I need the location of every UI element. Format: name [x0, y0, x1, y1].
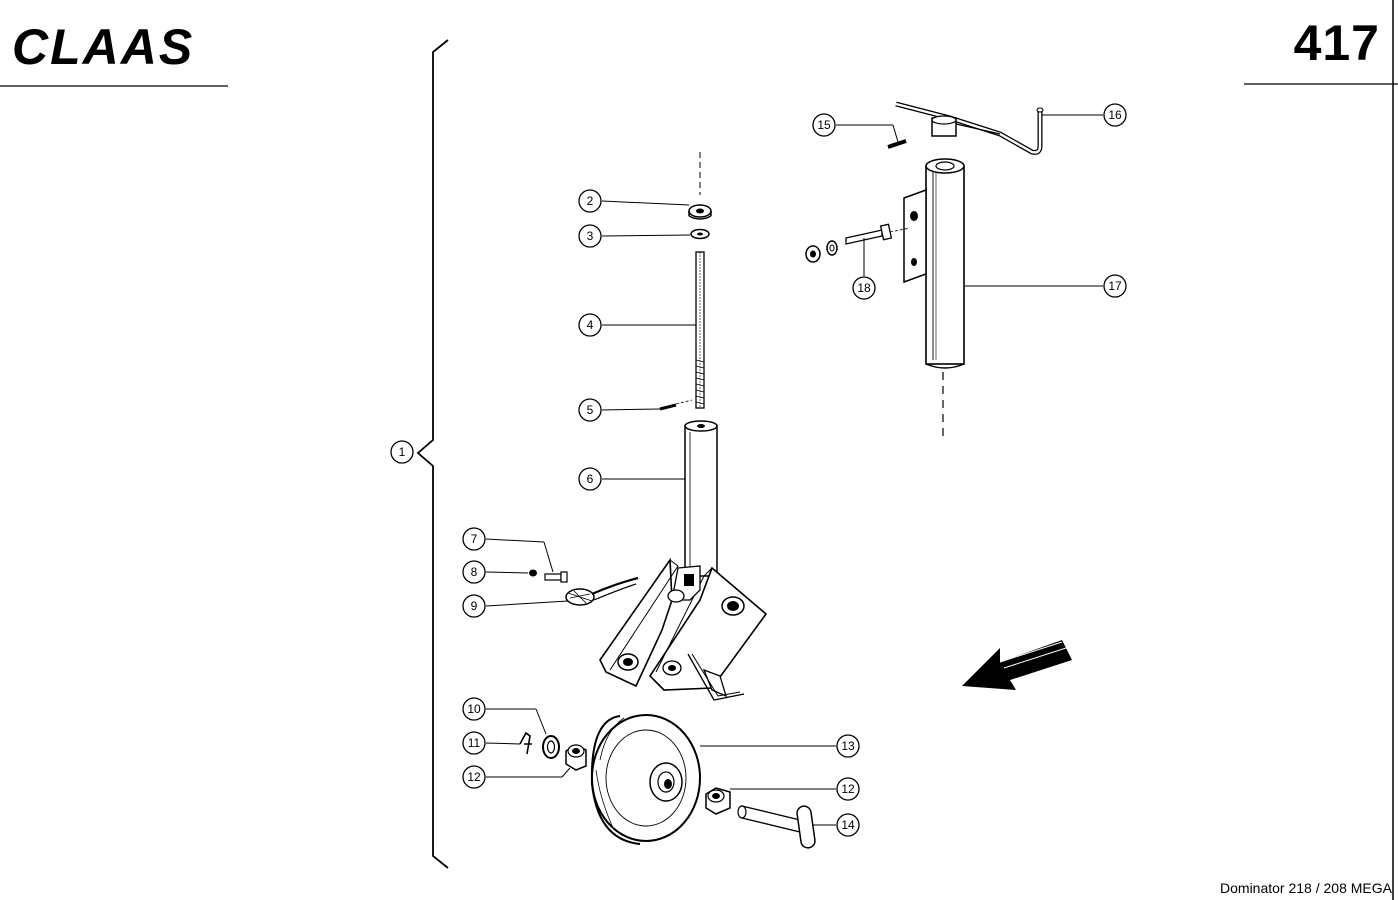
svg-text:2: 2: [587, 194, 594, 208]
svg-text:13: 13: [841, 739, 855, 753]
svg-text:9: 9: [471, 599, 478, 613]
svg-text:10: 10: [467, 702, 481, 716]
callout-10: 10: [462, 697, 486, 721]
svg-text:14: 14: [841, 818, 855, 832]
model-footer: Dominator 218 / 208 MEGA: [1220, 880, 1392, 896]
part-split-pin: [519, 731, 532, 755]
part-nut: [688, 204, 712, 220]
claas-logo: CLAAS: [12, 20, 194, 75]
callout-8: 8: [462, 560, 486, 584]
callout-9: 9: [462, 594, 486, 618]
svg-text:16: 16: [1108, 108, 1122, 122]
callout-7: 7: [462, 527, 486, 551]
svg-text:7: 7: [471, 532, 478, 546]
part-pin: [659, 403, 677, 411]
callout-15: 15: [812, 113, 836, 137]
part-bush-left: [565, 744, 587, 771]
callout-12-left: 12: [462, 765, 486, 789]
callout-16: 16: [1103, 103, 1127, 127]
callout-1: 1: [390, 440, 414, 464]
svg-text:12: 12: [467, 770, 481, 784]
part-fork-bracket: [599, 557, 768, 701]
callout-2: 2: [578, 189, 602, 213]
page-number: 417: [1293, 15, 1380, 71]
part-washer: [690, 228, 710, 240]
part-spindle: [695, 251, 705, 409]
part-wheel: [590, 714, 701, 845]
callout-6: 6: [578, 467, 602, 491]
svg-text:12: 12: [841, 782, 855, 796]
part-axle-pin: [737, 805, 816, 849]
svg-text:4: 4: [587, 318, 594, 332]
part-lever-grip: [565, 576, 639, 606]
callout-13: 13: [836, 734, 860, 758]
part-bolt: [544, 571, 568, 583]
leader-lines: [485, 114, 1103, 826]
svg-text:6: 6: [587, 472, 594, 486]
assembly-bracket: [416, 39, 449, 869]
direction-arrow: [962, 640, 1072, 690]
svg-text:15: 15: [817, 118, 831, 132]
svg-text:11: 11: [468, 736, 481, 750]
svg-text:8: 8: [471, 565, 478, 579]
callout-18: 18: [852, 276, 876, 300]
svg-text:17: 17: [1108, 279, 1122, 293]
part-wheel-washer: [542, 735, 560, 759]
callout-5: 5: [578, 398, 602, 422]
callout-4: 4: [578, 313, 602, 337]
callout-3: 3: [578, 224, 602, 248]
part-small-nut: [529, 569, 537, 577]
svg-text:5: 5: [587, 403, 594, 417]
part-bush-right: [705, 787, 731, 815]
callout-11: 11: [462, 731, 486, 755]
part-mount-bolt: [805, 223, 911, 263]
callout-17: 17: [1103, 274, 1127, 298]
svg-text:3: 3: [587, 229, 594, 243]
part-inner-tube: [684, 420, 718, 577]
callout-14: 14: [836, 813, 860, 837]
part-outer-tube: [903, 158, 965, 369]
svg-text:18: 18: [857, 281, 871, 295]
svg-text:1: 1: [399, 445, 406, 459]
brand-text: CLAAS: [12, 20, 194, 75]
part-roll-pin: [887, 139, 907, 149]
part-crank-handle: [895, 101, 1044, 155]
callouts: 1 2 3 4 5 6 7 8 9 10 11 12 13 12 14 15 1…: [390, 103, 1127, 837]
callout-12-right: 12: [836, 777, 860, 801]
